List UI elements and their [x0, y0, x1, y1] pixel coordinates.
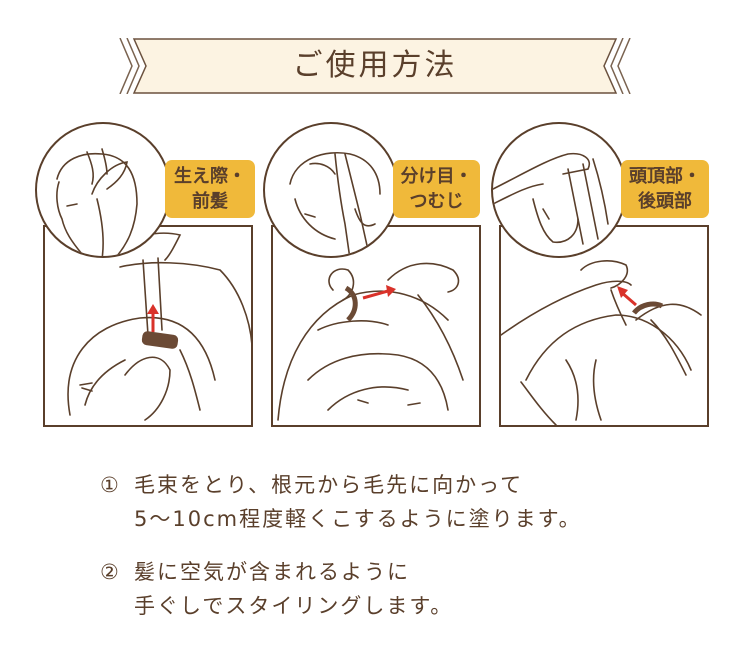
badge-line: 生え際・ [174, 166, 246, 187]
illustration-frame [271, 225, 481, 427]
step-line: ① 毛束をとり、根元から毛先に向かって [100, 468, 660, 502]
parting-crown-illustration-icon [277, 262, 464, 421]
instruction-step: ② 髪に空気が含まれるように 手ぐしでスタイリングします。 [100, 555, 660, 623]
instruction-step: ① 毛束をとり、根元から毛先に向かって 5〜10cm程度軽くこするように塗ります。 [100, 468, 660, 536]
detail-circle [35, 122, 171, 258]
banner-ribbon-shape [119, 38, 631, 94]
illustration-frame [499, 225, 709, 427]
title-banner: ご使用方法 [118, 38, 632, 94]
panel-parting: 分け目・ つむじ [258, 120, 488, 430]
instruction-list: ① 毛束をとり、根元から毛先に向かって 5〜10cm程度軽くこするように塗ります。… [100, 468, 660, 642]
step-number: ① [100, 473, 121, 497]
step-text: 髪に空気が含まれるように [134, 560, 410, 584]
step-text: 毛束をとり、根元から毛先に向かって [134, 473, 524, 497]
panel-hairline: 生え際・ 前髪 [30, 120, 260, 430]
step-text: 手ぐしでスタイリングします。 [134, 594, 454, 618]
hand-on-head-icon [493, 152, 609, 245]
badge-line: 前髪 [192, 191, 228, 212]
step-text: 5〜10cm程度軽くこするように塗ります。 [134, 507, 582, 531]
hairline-bangs-illustration-icon [67, 232, 253, 421]
step-number: ② [100, 560, 121, 584]
page-title: ご使用方法 [292, 48, 458, 83]
area-badge-parting: 分け目・ つむじ [393, 160, 480, 218]
badge-line: 頭頂部・ [629, 166, 701, 187]
detail-circle [263, 122, 399, 258]
top-back-head-illustration-icon [500, 260, 702, 426]
side-profile-icon [56, 148, 138, 256]
badge-line: 後頭部 [638, 191, 692, 212]
front-face-hands-icon [289, 152, 381, 256]
badge-line: つむじ [409, 191, 464, 212]
area-badge-hairline: 生え際・ 前髪 [165, 160, 255, 218]
step-line: ② 髪に空気が含まれるように [100, 555, 660, 589]
area-badge-crown: 頭頂部・ 後頭部 [621, 160, 709, 218]
panel-crown: 頭頂部・ 後頭部 [486, 120, 716, 430]
badge-line: 分け目・ [400, 166, 473, 187]
detail-circle [491, 122, 627, 258]
